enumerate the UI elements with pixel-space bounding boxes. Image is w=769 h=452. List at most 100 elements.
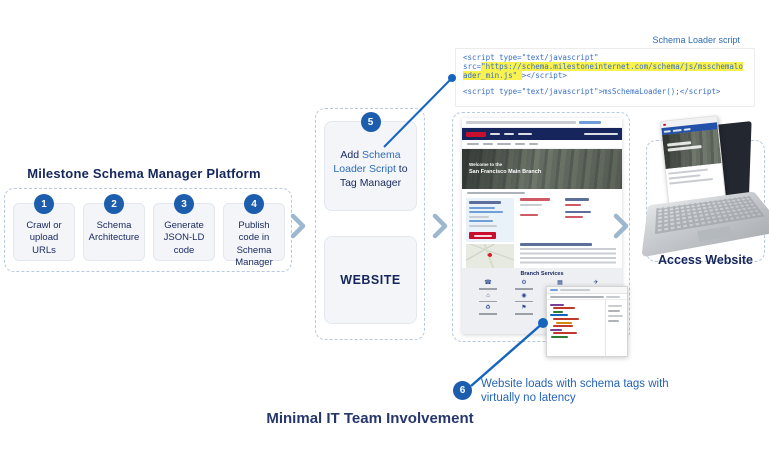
- content-paragraph: [520, 243, 616, 264]
- tag-manager-label-pre: Add: [340, 149, 363, 161]
- tag-manager-label: Add Schema Loader Script to Tag Manager: [325, 122, 416, 191]
- code-bar: [550, 303, 564, 306]
- grid-icon: ▦: [557, 280, 563, 286]
- chevron-right-icon: [290, 213, 306, 239]
- branch-services-heading: Branch Services: [520, 271, 564, 277]
- page-hero-image: [662, 129, 722, 169]
- step-card-crawl: 1 Crawl or upload URLs: [13, 194, 75, 261]
- service-item: ♻: [470, 305, 506, 315]
- map-pin-icon: [487, 252, 493, 258]
- code-bar: [551, 335, 568, 338]
- content-column-2: [565, 198, 615, 218]
- site-header-bar: [462, 128, 622, 140]
- plane-icon: ✈: [593, 280, 599, 286]
- site-hero-image: Welcome to the San Francisco Main Branch: [462, 149, 622, 189]
- placeholder-bar: [469, 210, 503, 213]
- placeholder-bar: [608, 320, 619, 322]
- service-item: ⌂: [470, 292, 506, 302]
- placeholder-bar: [550, 289, 558, 291]
- placeholder-bar: [529, 143, 538, 145]
- tag-manager-card: 5 Add Schema Loader Script to Tag Manage…: [324, 112, 417, 211]
- devtools-toolbar: [547, 294, 627, 300]
- devtools-code-area: [547, 300, 605, 356]
- placeholder-bar: [667, 141, 692, 147]
- placeholder-bar: [469, 219, 493, 222]
- hero-title-line2: San Francisco Main Branch: [469, 169, 542, 175]
- code-line-4: <script type="text/javascript">msSchemaL…: [463, 87, 721, 96]
- diagram-caption: Minimal IT Team Involvement: [266, 410, 474, 427]
- placeholder-heading-bar: [520, 243, 592, 246]
- browser-logo-dot: [662, 123, 666, 127]
- tag-manager-group-box: 5 Add Schema Loader Script to Tag Manage…: [315, 108, 425, 340]
- target-icon: ◉: [521, 292, 527, 299]
- laptop-browser-page: [659, 115, 727, 207]
- step-number-badge: 1: [34, 194, 54, 214]
- gear-icon: ⚙: [521, 280, 527, 286]
- site-content-area: [462, 196, 622, 268]
- content-column-1: [520, 198, 560, 216]
- placeholder-bar: [565, 210, 591, 213]
- placeholder-bar: [490, 132, 500, 136]
- placeholder-bar: [667, 145, 702, 152]
- step-card-generate: 3 Generate JSON-LD code: [153, 194, 215, 261]
- code-bar: [550, 314, 568, 317]
- branch-info-panel: [466, 198, 514, 242]
- step-label: Generate JSON-LD code: [163, 220, 205, 256]
- placeholder-bar: [520, 213, 538, 216]
- get-directions-button: [469, 232, 496, 239]
- placeholder-bar: [565, 203, 581, 206]
- laptop-touchpad: [697, 225, 734, 242]
- placeholder-bar: [483, 143, 493, 145]
- step-number-badge: 2: [104, 194, 124, 214]
- placeholder-link-bar: [579, 121, 601, 124]
- website-screenshot: Welcome to the San Francisco Main Branch: [462, 118, 622, 334]
- placeholder-bar: [663, 129, 671, 133]
- recycle-icon: ♻: [485, 305, 491, 311]
- site-breadcrumb: [462, 189, 622, 196]
- site-subnav-bar: [462, 140, 622, 149]
- home-icon: ⌂: [486, 292, 490, 299]
- branch-map: [466, 244, 514, 268]
- devtools-titlebar: [547, 287, 627, 294]
- placeholder-bar: [469, 206, 495, 209]
- placeholder-bar: [672, 128, 682, 132]
- placeholder-heading-bar: [565, 198, 589, 201]
- placeholder-bar: [479, 300, 497, 302]
- code-bar: [553, 310, 563, 313]
- code-bar: [553, 332, 577, 335]
- website-card: WEBSITE: [324, 236, 417, 324]
- hero-title-line1: Welcome to the: [469, 162, 503, 167]
- placeholder-bar: [668, 168, 709, 175]
- placeholder-bar: [479, 288, 497, 290]
- placeholder-bar: [565, 216, 583, 218]
- placeholder-bar: [669, 178, 714, 185]
- placeholder-bar: [466, 121, 576, 124]
- code-highlight-url-1: "https://schema.milestoneinternet.com/sc…: [481, 62, 743, 71]
- service-item: ☎: [470, 280, 506, 290]
- placeholder-bar: [497, 143, 511, 145]
- service-item: ◉: [506, 292, 542, 302]
- code-bar: [556, 321, 572, 324]
- placeholder-bar: [584, 132, 618, 136]
- access-website-label: Access Website: [658, 253, 753, 267]
- code-blank-line: [463, 80, 747, 87]
- placeholder-bar: [608, 315, 623, 317]
- placeholder-bar: [560, 289, 590, 291]
- code-line-3-close: ></script>: [521, 71, 567, 80]
- placeholder-bar: [518, 132, 532, 136]
- placeholder-bar: [683, 127, 691, 131]
- code-highlight-url-2: ader_min.js": [463, 71, 522, 80]
- step-number-badge: 3: [174, 194, 194, 214]
- code-bar: [553, 317, 579, 320]
- step6-line1: Website loads with schema tags with: [481, 378, 669, 390]
- step-number-badge: 6: [453, 381, 472, 400]
- placeholder-bar: [608, 305, 622, 307]
- code-line-2-src: src=: [463, 62, 482, 71]
- schema-loader-code-panel: <script type="text/javascript" src="http…: [455, 48, 755, 107]
- step6-description: Website loads with schema tags with virt…: [481, 377, 711, 405]
- step-label: Publish code in Schema Manager: [235, 220, 273, 269]
- devtools-body: [547, 300, 627, 356]
- tag-manager-label-post: to Tag Manager: [339, 163, 408, 190]
- placeholder-bar: [479, 313, 497, 315]
- placeholder-bar: [515, 143, 525, 145]
